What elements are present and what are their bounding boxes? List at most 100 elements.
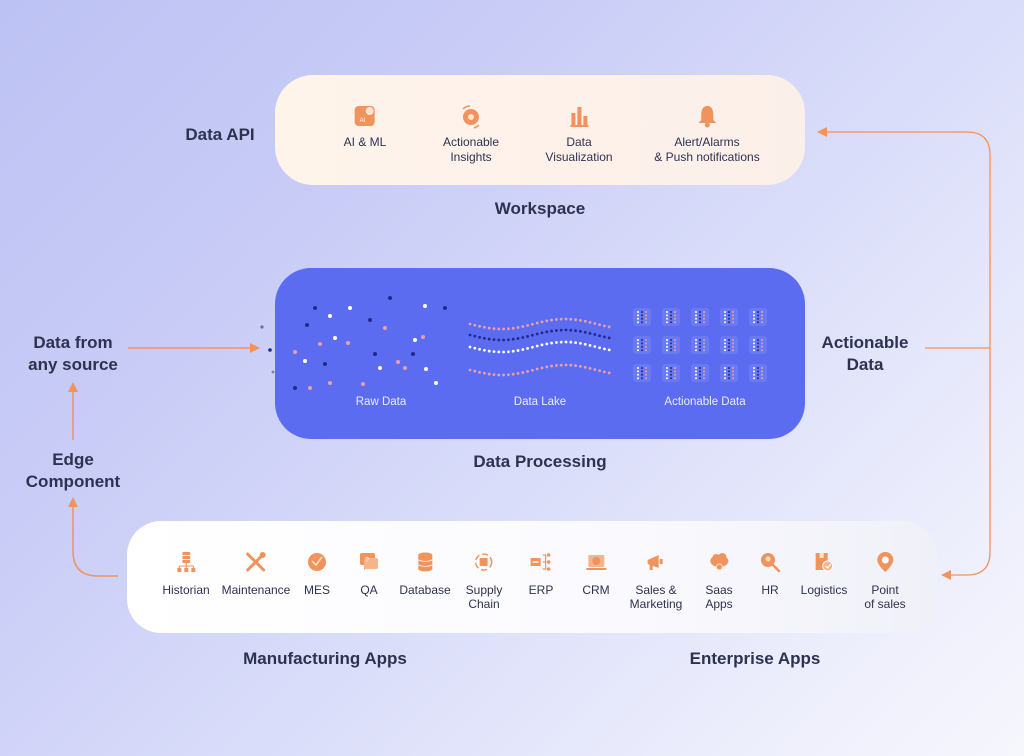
app-item-line1: QA: [360, 583, 378, 597]
stage-actionable-data: Actionable Data: [664, 396, 746, 408]
data-lake-dot: [569, 328, 573, 332]
app-item-line2: Chain: [468, 597, 500, 611]
data-lake-dot: [468, 333, 472, 337]
data-lake-dot: [473, 346, 477, 350]
processing-visuals: [293, 296, 767, 390]
app-item-sales[interactable]: Sales & Marketing: [630, 551, 682, 611]
historian-icon: [176, 552, 195, 572]
stage-raw-data: Raw Data: [355, 396, 407, 408]
data-lake-dot: [593, 333, 597, 336]
actionable-data-tile: [662, 336, 680, 354]
data-lake-dot: [478, 335, 481, 339]
app-item-historian[interactable]: Historian: [162, 551, 210, 597]
app-item-line1: Logistics: [800, 583, 848, 597]
data-lake-dot: [559, 328, 563, 332]
ai-chip-icon: AI: [355, 106, 375, 126]
data-lake-dot: [483, 336, 486, 340]
stage-data-lake: Data Lake: [513, 396, 567, 408]
app-item-crm[interactable]: CRM: [582, 551, 610, 597]
data-lake-dot: [492, 373, 496, 377]
data-lake-dot: [468, 368, 472, 372]
data-lake-dot: [492, 350, 496, 354]
data-lake-dot: [550, 318, 553, 322]
actionable-data-tile: [691, 364, 709, 382]
data-lake-dot: [579, 364, 582, 368]
data-lake-dot: [478, 324, 481, 328]
raw-data-dot: [348, 306, 352, 310]
data-lake-dot: [574, 329, 577, 333]
raw-data-dot: [373, 352, 377, 356]
app-item-qa[interactable]: ? QA: [358, 551, 380, 597]
app-item-erp[interactable]: ERP: [529, 551, 553, 597]
app-item-mes[interactable]: MES: [304, 551, 330, 597]
app-item-hr[interactable]: HR: [759, 551, 781, 597]
raw-data-dot: [411, 352, 415, 356]
data-lake-dot: [535, 344, 539, 348]
data-lake-dot: [598, 334, 601, 338]
app-item-saas[interactable]: Saas Apps: [705, 551, 733, 611]
data-lake-dot: [607, 336, 611, 340]
raw-data-dot: [293, 350, 297, 354]
data-lake-dot: [555, 318, 558, 321]
data-lake-dot: [483, 325, 486, 329]
data-lake-dot: [540, 331, 544, 335]
target-cycle-icon: [462, 105, 480, 129]
actionable-data-tile: [633, 336, 651, 354]
raw-data-dot: [303, 359, 307, 363]
bar-chart-icon: [570, 107, 588, 127]
app-item-line1: Historian: [162, 583, 210, 597]
workspace-item-ai-ml[interactable]: AI AI & ML: [344, 103, 386, 150]
raw-data-dot: [383, 326, 387, 330]
data-lake-dot: [468, 322, 472, 326]
app-item-line1: CRM: [582, 583, 610, 597]
raw-data-dot: [361, 382, 365, 386]
workspace-item-alerts[interactable]: Alert/Alarms & Push notifications: [654, 103, 760, 165]
raw-data-dot: [434, 381, 438, 385]
data-lake-dot: [497, 338, 501, 342]
data-lake-dot: [483, 348, 486, 352]
actionable-data-tile: [691, 308, 709, 326]
app-item-database[interactable]: Database: [399, 551, 451, 597]
data-lake-dot: [569, 340, 573, 344]
data-lake-dot: [502, 373, 505, 377]
app-item-maintenance[interactable]: Maintenance: [222, 551, 290, 597]
actionable-data-tile: [749, 364, 767, 382]
edge-line1: Edge: [52, 450, 94, 469]
enterprise-apps-label: Enterprise Apps: [689, 649, 821, 668]
data-processing-panel: Raw Data Data Lake Actionable Data: [275, 268, 805, 439]
app-item-line2: of sales: [864, 597, 906, 611]
app-item-line2: Apps: [705, 597, 733, 611]
app-item-point[interactable]: Point of sales: [864, 551, 906, 611]
raw-data-dot: [318, 342, 322, 346]
arrow-right-loop-to-apps: [941, 345, 991, 580]
data-lake-dot: [593, 322, 597, 325]
data-lake-dot: [507, 327, 510, 331]
raw-data-dot: [396, 360, 400, 364]
data-lake-dot: [598, 346, 601, 350]
data-lake-dot: [607, 325, 611, 329]
manufacturing-apps-label: Manufacturing Apps: [243, 649, 407, 668]
data-lake-dot: [507, 373, 510, 377]
raw-data-dot: [424, 367, 428, 371]
app-item-supply[interactable]: Supply Chain: [466, 551, 502, 611]
workspace-panel: AI AI & ML Actionable Insights Data Visu…: [275, 75, 805, 185]
data-processing-title: Data Processing: [473, 452, 607, 471]
actionable-data-label: Actionable Data: [810, 332, 920, 376]
app-item-logistics[interactable]: Logistics: [800, 551, 848, 597]
data-lake-dot: [550, 364, 553, 368]
workspace-item-data-visualization[interactable]: Data Visualization: [545, 103, 613, 165]
data-lake-dot: [535, 321, 539, 325]
workspace-item-actionable-insights[interactable]: Actionable Insights: [443, 103, 499, 165]
data-lake-dot: [526, 335, 529, 338]
data-lake-dot: [598, 369, 601, 373]
actionable-data-tile: [633, 308, 651, 326]
data-lake-dot: [526, 324, 529, 327]
data-lake-dot: [497, 327, 501, 331]
actionable-line1: Actionable: [821, 333, 909, 352]
raw-data-dot: [328, 381, 332, 385]
data-lake-dot: [545, 319, 549, 323]
data-lake-dot: [555, 341, 558, 344]
data-api-label: Data API: [185, 125, 255, 144]
erp-icon: [531, 553, 551, 571]
actionable-data-tile: [662, 308, 680, 326]
